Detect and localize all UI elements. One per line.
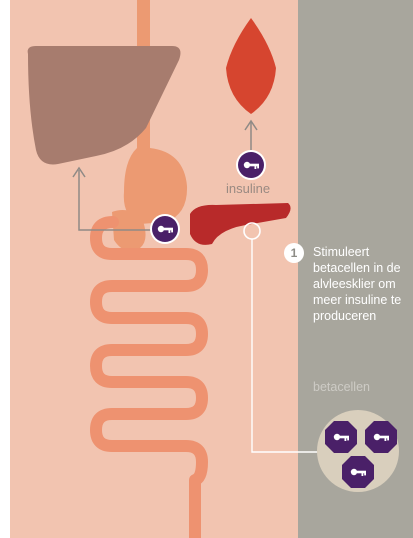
step-description: Stimuleert betacellen in de alvleesklier… — [313, 244, 409, 324]
beta-cell-key-icon — [325, 421, 357, 453]
insulin-label: insuline — [226, 181, 270, 196]
beta-cells-label: betacellen — [313, 380, 370, 394]
beta-cell-key-icon — [365, 421, 397, 453]
key-icon — [236, 150, 266, 180]
key-icon — [150, 214, 180, 244]
beta-cell-key-icon — [342, 456, 374, 488]
step-number-badge: 1 — [284, 243, 304, 263]
